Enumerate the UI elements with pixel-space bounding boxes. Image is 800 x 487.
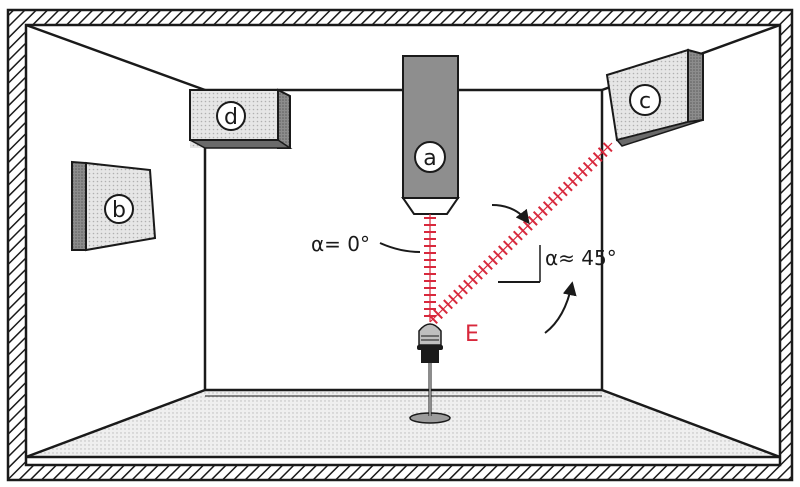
beam-tick: [453, 289, 463, 300]
floor: [26, 390, 780, 457]
beam-tick: [428, 314, 438, 324]
beam-tick: [542, 201, 553, 212]
beam-vertical: [424, 214, 436, 322]
beam-tick: [468, 274, 478, 285]
speaker-c: c: [605, 48, 704, 147]
beam-tick: [443, 299, 453, 310]
speaker-d-label: d: [224, 105, 238, 130]
beam-tick: [552, 191, 563, 202]
speaker-b-badge: [104, 194, 134, 224]
beam-tick: [577, 166, 588, 177]
speaker-d-badge: [216, 101, 246, 131]
beam-tick: [567, 176, 578, 187]
angle-zero-label: α= 0°: [311, 232, 370, 256]
beam-tick: [512, 230, 523, 241]
beam-tick: [502, 240, 513, 251]
beam-tick: [592, 152, 603, 163]
edge-bottom-right: [601, 388, 781, 459]
edge-bottom-left: [25, 388, 206, 459]
beam-tick: [463, 279, 473, 290]
beam-tick: [582, 161, 593, 172]
beam-tick: [493, 250, 503, 261]
beam-tick: [497, 245, 508, 256]
beam-tick: [587, 156, 598, 167]
speaker-a: a: [401, 55, 460, 215]
beam-tick: [507, 235, 518, 246]
beam-tick: [537, 206, 548, 216]
beam-tick: [597, 147, 608, 158]
edge-top-left: [25, 23, 206, 92]
beam-tick: [458, 284, 468, 295]
speaker-b-label: b: [112, 198, 126, 223]
speaker-d: d: [189, 88, 293, 149]
speaker-a-badge: [414, 141, 446, 173]
beam-tick: [478, 264, 488, 275]
microphone-icon: [409, 323, 451, 424]
beam-tick: [527, 215, 538, 226]
beam-tick: [562, 181, 573, 192]
beam-tick: [433, 309, 443, 320]
angle-45-label: α≈ 45°: [545, 246, 617, 270]
speaker-a-label: a: [423, 146, 436, 171]
beam-tick: [572, 171, 583, 182]
beam-tick: [602, 142, 613, 153]
beam-tick: [488, 255, 498, 266]
angle-annotations: α= 0° α≈ 45°: [311, 204, 617, 334]
beam-tick: [438, 304, 448, 315]
beam-tick: [473, 269, 483, 280]
speaker-c-label: c: [639, 89, 651, 114]
angle-leader-zero: [379, 242, 421, 253]
measurement-point-label: E: [465, 322, 479, 347]
speaker-b: b: [71, 160, 157, 252]
beam-tick: [557, 186, 568, 197]
beam-tick: [532, 210, 543, 221]
speaker-c-badge: [629, 84, 661, 116]
angle-arrow-upper: [491, 204, 530, 225]
beam-diagonal: [428, 142, 613, 324]
beam-tick: [547, 196, 558, 207]
beam-tick: [517, 225, 528, 236]
angle-arrow-lower: [544, 281, 577, 334]
beam-tick: [483, 260, 493, 270]
beam-tick: [448, 294, 458, 305]
